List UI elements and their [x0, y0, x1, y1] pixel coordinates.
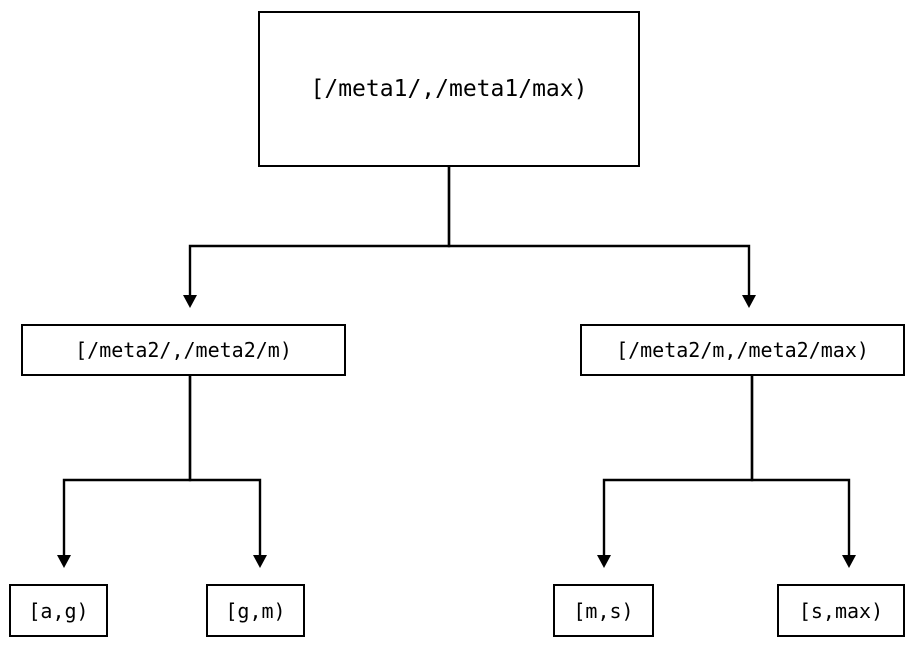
node-leaf-g-m[interactable]: [g,m) — [206, 584, 305, 637]
arrowhead-icon — [57, 555, 71, 568]
node-leaf-m-s[interactable]: [m,s) — [553, 584, 654, 637]
edge-root-to-meta2-low — [183, 167, 451, 308]
edge-meta2-high-to-leaf-ms — [597, 376, 754, 568]
node-leaf-g-m-label: [g,m) — [225, 598, 286, 623]
arrowhead-icon — [253, 555, 267, 568]
edge-meta2-high-to-leaf-smax — [750, 376, 856, 568]
node-leaf-m-s-label: [m,s) — [573, 598, 634, 623]
node-meta2-low-label: [/meta2/,/meta2/m) — [75, 338, 292, 362]
node-leaf-a-g[interactable]: [a,g) — [9, 584, 108, 637]
arrowhead-icon — [742, 295, 756, 308]
edge-meta2-low-to-leaf-ag — [57, 376, 192, 568]
node-root-label: [/meta1/,/meta1/max) — [310, 75, 588, 102]
arrowhead-icon — [597, 555, 611, 568]
node-root-meta1-range[interactable]: [/meta1/,/meta1/max) — [258, 11, 640, 167]
node-meta2-low-range[interactable]: [/meta2/,/meta2/m) — [21, 324, 346, 376]
edge-root-to-meta2-high — [447, 167, 756, 308]
edge-meta2-low-to-leaf-gm — [188, 376, 267, 568]
node-meta2-high-range[interactable]: [/meta2/m,/meta2/max) — [580, 324, 905, 376]
arrowhead-icon — [842, 555, 856, 568]
node-meta2-high-label: [/meta2/m,/meta2/max) — [616, 338, 869, 362]
node-leaf-s-max-label: [s,max) — [798, 598, 884, 623]
node-leaf-s-max[interactable]: [s,max) — [777, 584, 905, 637]
node-leaf-a-g-label: [a,g) — [28, 598, 89, 623]
arrowhead-icon — [183, 295, 197, 308]
